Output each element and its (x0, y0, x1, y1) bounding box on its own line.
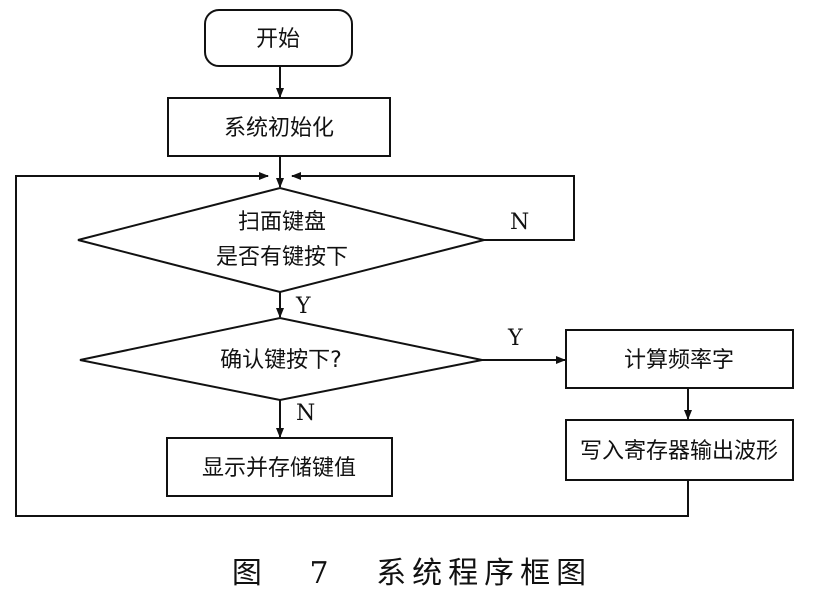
display-label: 显示并存储键值 (202, 456, 356, 481)
edge-label-scan-yes: Y (295, 294, 311, 319)
write-process (565, 419, 794, 481)
edge-label-confirm-yes: Y (507, 326, 523, 351)
edge-label-confirm-no: N (296, 401, 315, 426)
scan-label-line2: 是否有键按下 (216, 245, 348, 270)
loop-return-to-scan (15, 172, 689, 517)
edge-label-scan-no: N (510, 210, 529, 235)
figure-caption: 图 7 系统程序框图 (231, 556, 593, 591)
calc-process (565, 329, 794, 389)
flowchart-canvas: 开始 系统初始化 扫面键盘 是否有键按下 确认键按下? 显示并存储键值 计算频率… (15, 9, 794, 517)
scan-label-line1: 扫面键盘 (238, 210, 326, 235)
loop-scan-no (291, 172, 575, 241)
scan-decision (77, 186, 485, 294)
init-label: 系统初始化 (224, 116, 334, 141)
calc-label: 计算频率字 (624, 348, 734, 373)
write-label: 写入寄存器输出波形 (580, 439, 778, 464)
confirm-label: 确认键按下? (220, 348, 342, 373)
start-label: 开始 (256, 27, 300, 52)
display-process (166, 437, 393, 497)
start-terminal (204, 9, 353, 67)
